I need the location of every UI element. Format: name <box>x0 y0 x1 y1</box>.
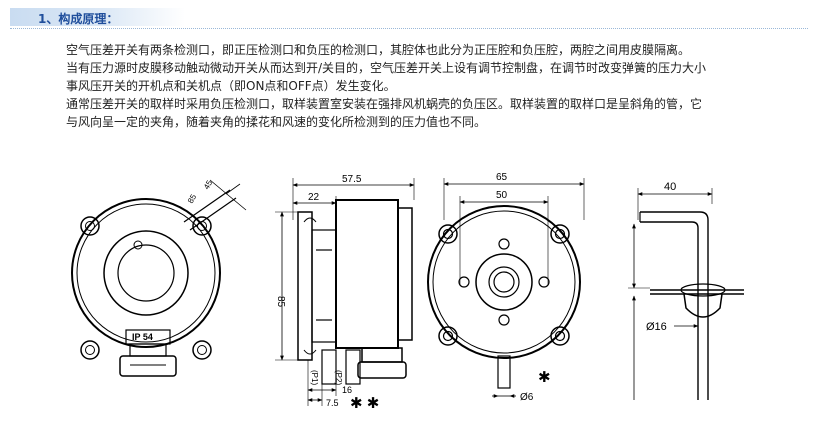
dim-45: 45 <box>202 178 215 191</box>
section-title: 构成原理： <box>58 12 119 26</box>
paragraph-line-1: 空气压差开关有两条检测口，即正压检测口和负压的检测口，其腔体也此分为正压腔和负压… <box>66 43 691 57</box>
dim-p1: (P1) <box>310 370 319 385</box>
technical-drawing: IP 54 45 85 57.5 <box>60 160 760 424</box>
dim-50: 50 <box>496 190 508 201</box>
side-star-symbols: ✱ ✱ <box>350 395 379 412</box>
paragraph-line-5: 与风向呈一定的夹角，随着夹角的揉花和风速的变化所检测到的压力值也不同。 <box>66 115 487 129</box>
dim-p2: (P2) <box>334 370 343 385</box>
back-view <box>427 178 585 398</box>
section-number: 1、 <box>38 12 59 26</box>
section-heading: 1、构成原理： <box>38 10 118 27</box>
dim-phi6: Ø6 <box>520 392 534 403</box>
dim-85-front: 85 <box>186 192 199 205</box>
paragraph-line-3: 事风压开关的开机点和关机点（即ON点和OFF点）发生变化。 <box>66 79 396 93</box>
dim-57-5: 57.5 <box>342 174 362 185</box>
body-text: 空气压差开关有两条检测口，即正压检测口和负压的检测口，其腔体也此分为正压腔和负压… <box>66 41 786 131</box>
probe-view <box>628 188 744 400</box>
paragraph-line-4: 通常压差开关的取样时采用负压检测口，取样装置室安装在强排风机蜗壳的负压区。取样装… <box>66 97 703 111</box>
dim-40: 40 <box>664 181 676 193</box>
paragraph-line-2: 当有压力源时皮膜移动触动微动开关从而达到开/关目的，空气压差开关上设有调节控制盘… <box>66 61 707 75</box>
dim-16: 16 <box>342 385 352 395</box>
front-view <box>71 179 247 377</box>
dim-7-5: 7.5 <box>326 398 339 408</box>
side-view <box>275 178 415 406</box>
dim-85-side: 85 <box>275 296 286 308</box>
section-header-background <box>10 8 185 26</box>
ip-rating-label: IP 54 <box>132 332 153 342</box>
dim-65: 65 <box>496 172 508 183</box>
dim-22: 22 <box>308 192 320 203</box>
dim-phi16: Ø16 <box>646 321 667 333</box>
section-header: 1、构成原理： <box>10 6 808 29</box>
back-star-symbol: ✱ <box>538 369 551 386</box>
technical-drawing-svg: IP 54 45 85 57.5 <box>71 172 744 412</box>
